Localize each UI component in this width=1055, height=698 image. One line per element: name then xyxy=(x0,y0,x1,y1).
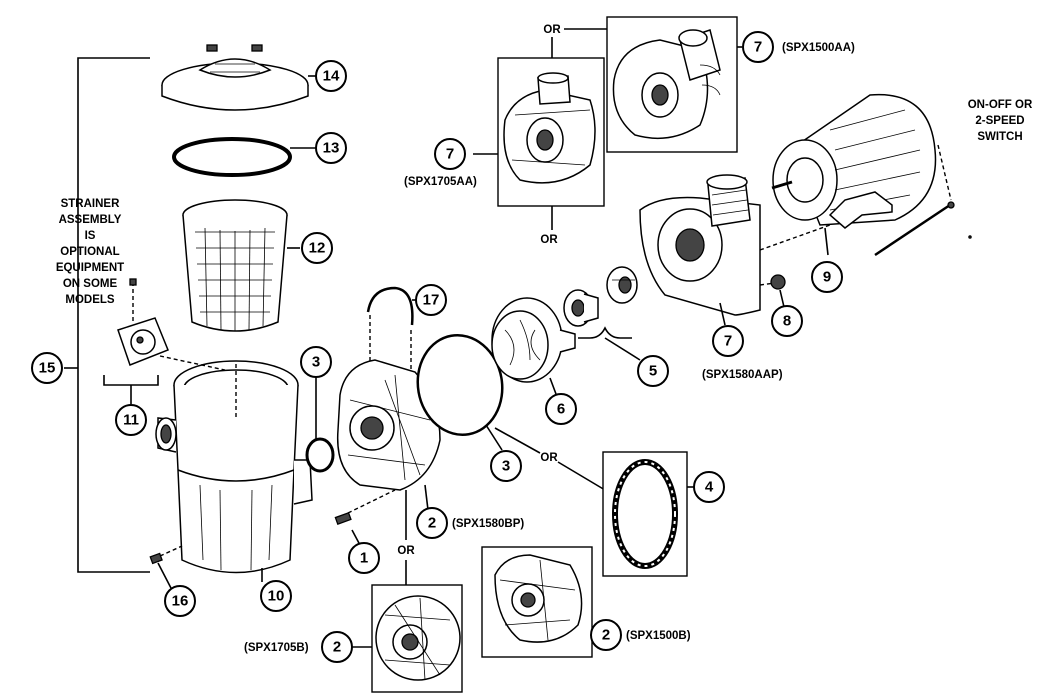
svg-text:8: 8 xyxy=(783,313,791,330)
alt-housing-box-1705 xyxy=(473,57,605,207)
svg-text:1: 1 xyxy=(360,550,368,567)
callout-5: 5 xyxy=(637,355,669,387)
callout-2a: 2 xyxy=(416,507,448,539)
callout-4: 4 xyxy=(693,471,725,503)
svg-text:5: 5 xyxy=(649,363,657,380)
drain-plug xyxy=(149,545,183,591)
svg-text:ON-OFF OR: ON-OFF OR xyxy=(968,99,1033,111)
callout-9: 9 xyxy=(811,261,843,293)
callout-7c: 7 xyxy=(712,325,744,357)
svg-text:ON SOME: ON SOME xyxy=(63,278,118,290)
alt-seal-plate-box-1500b xyxy=(481,546,606,658)
svg-text:OPTIONAL: OPTIONAL xyxy=(60,246,119,258)
or-label-gasket: OR xyxy=(540,452,558,464)
mounting-nut xyxy=(770,274,786,308)
svg-text:7: 7 xyxy=(446,146,454,163)
shaft-seal xyxy=(563,266,641,361)
callout-2b: 2 xyxy=(321,631,353,663)
callout-15: 15 xyxy=(31,352,63,384)
pump-housing xyxy=(639,174,831,326)
svg-text:7: 7 xyxy=(724,333,732,350)
callout-3a: 3 xyxy=(300,346,332,378)
svg-text:2: 2 xyxy=(602,627,610,644)
svg-text:12: 12 xyxy=(309,240,326,257)
svg-text:2-SPEED: 2-SPEED xyxy=(975,115,1024,127)
callout-3b: 3 xyxy=(490,450,522,482)
alt-housing-box-1500 xyxy=(606,16,742,153)
small-o-ring xyxy=(305,377,335,473)
svg-text:4: 4 xyxy=(705,479,714,496)
strainer-bracket xyxy=(64,57,150,573)
callout-13: 13 xyxy=(315,132,347,164)
label-spx1705b: (SPX1705B) xyxy=(244,642,309,654)
callout-1: 1 xyxy=(348,542,380,574)
label-spx1500b: (SPX1500B) xyxy=(626,630,691,642)
svg-text:3: 3 xyxy=(502,458,510,475)
svg-text:MODELS: MODELS xyxy=(65,294,115,306)
callout-2c: 2 xyxy=(590,619,622,651)
svg-text:10: 10 xyxy=(268,588,285,605)
mounting-screw xyxy=(334,489,396,546)
svg-text:16: 16 xyxy=(172,593,189,610)
svg-text:15: 15 xyxy=(39,360,56,377)
callout-11: 11 xyxy=(115,404,147,436)
svg-text:13: 13 xyxy=(323,140,340,157)
callout-7b: 7 xyxy=(434,138,466,170)
label-spx1500aa: (SPX1500AA) xyxy=(782,42,855,54)
svg-text:17: 17 xyxy=(423,292,440,309)
label-spx1580bp: (SPX1580BP) xyxy=(452,518,524,530)
callout-17: 17 xyxy=(415,284,447,316)
callout-12: 12 xyxy=(301,232,333,264)
switch-rod xyxy=(874,144,972,257)
strainer-basket xyxy=(182,199,288,332)
label-spx1705aa: (SPX1705AA) xyxy=(404,176,477,188)
svg-text:2: 2 xyxy=(333,639,341,656)
svg-text:11: 11 xyxy=(123,412,139,429)
large-gasket xyxy=(416,333,606,491)
alt-seal-plate-box-1705b xyxy=(352,584,463,693)
callout-10: 10 xyxy=(260,580,292,612)
impeller xyxy=(491,297,576,395)
svg-text:2: 2 xyxy=(428,515,436,532)
strainer-cover-plate xyxy=(103,278,169,404)
or-connector-housing xyxy=(551,28,607,230)
svg-text:14: 14 xyxy=(323,68,340,85)
lid-o-ring xyxy=(172,137,292,177)
svg-text:IS: IS xyxy=(85,230,96,242)
svg-text:ASSEMBLY: ASSEMBLY xyxy=(59,214,122,226)
strainer-note: STRAINER ASSEMBLY IS OPTIONAL EQUIPMENT … xyxy=(56,198,124,306)
motor xyxy=(771,93,937,256)
svg-text:SWITCH: SWITCH xyxy=(977,131,1022,143)
svg-text:STRAINER: STRAINER xyxy=(61,198,120,210)
svg-text:3: 3 xyxy=(312,354,320,371)
strainer-housing xyxy=(155,355,313,574)
callout-16: 16 xyxy=(164,585,196,617)
switch-note: ON-OFF OR 2-SPEED SWITCH xyxy=(968,99,1033,143)
svg-text:7: 7 xyxy=(754,39,762,56)
svg-text:6: 6 xyxy=(557,401,565,418)
seal-plate xyxy=(336,359,441,491)
or-label-top: OR xyxy=(543,24,561,36)
callout-7a: 7 xyxy=(742,31,774,63)
or-label-mid: OR xyxy=(540,234,558,246)
or-label-seal: OR xyxy=(397,545,415,557)
alt-gasket-box xyxy=(602,451,694,577)
callout-14: 14 xyxy=(315,60,347,92)
strainer-lid xyxy=(161,44,309,111)
callout-6: 6 xyxy=(545,393,577,425)
retainer-clamp xyxy=(366,286,416,370)
label-spx1580aap: (SPX1580AAP) xyxy=(702,369,783,381)
callout-8: 8 xyxy=(771,305,803,337)
svg-text:EQUIPMENT: EQUIPMENT xyxy=(56,262,124,274)
svg-text:9: 9 xyxy=(823,269,831,286)
